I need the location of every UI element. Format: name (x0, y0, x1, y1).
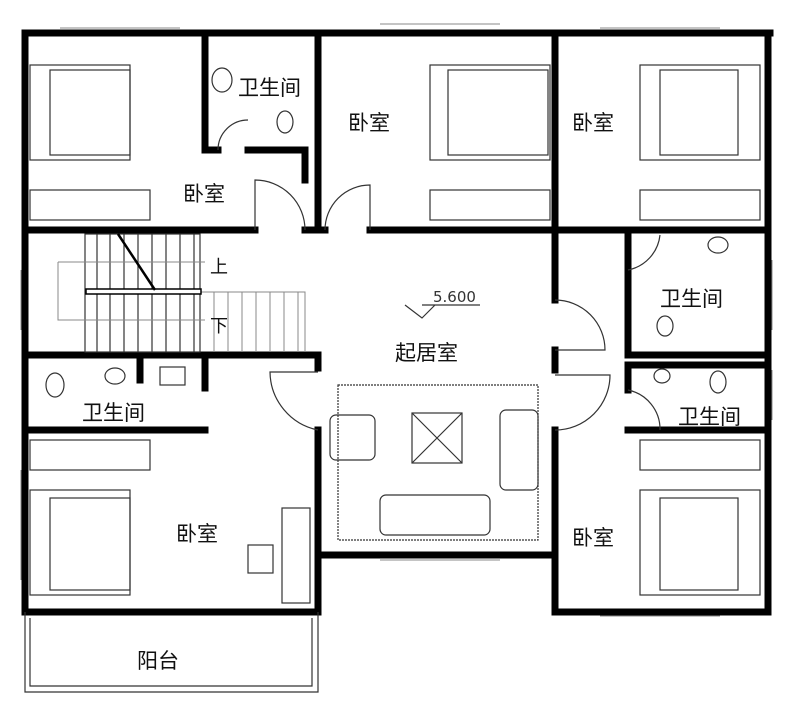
living-furniture (329, 384, 539, 541)
room-label-bedroom-top-right: 卧室 (572, 111, 614, 135)
walls (21, 29, 774, 616)
room-label-bath-left: 卫生间 (82, 401, 145, 425)
room-label-bath-right-lower: 卫生间 (678, 405, 741, 429)
balcony-outline (24, 612, 319, 693)
room-label-bedroom-top-mid: 卧室 (348, 111, 390, 135)
elevation-label: 5.600 (433, 288, 476, 306)
stairs-down-label: 下 (210, 316, 228, 337)
room-label-bath-right-upper: 卫生间 (660, 287, 723, 311)
beds (29, 64, 761, 596)
elevation-marker (404, 304, 480, 319)
doors (217, 119, 661, 431)
stairs-up-label: 上 (210, 257, 228, 278)
room-label-balcony: 阳台 (137, 649, 179, 673)
fixtures (45, 67, 729, 604)
room-label-bedroom-top-left: 卧室 (183, 182, 225, 206)
stairs (57, 233, 306, 353)
room-label-bath-top: 卫生间 (238, 76, 301, 100)
room-label-bedroom-bottom-right: 卧室 (572, 526, 614, 550)
windows (20, 23, 773, 617)
wardrobes (29, 189, 761, 471)
room-label-living: 起居室 (395, 341, 458, 365)
room-label-bedroom-bottom-left: 卧室 (176, 522, 218, 546)
